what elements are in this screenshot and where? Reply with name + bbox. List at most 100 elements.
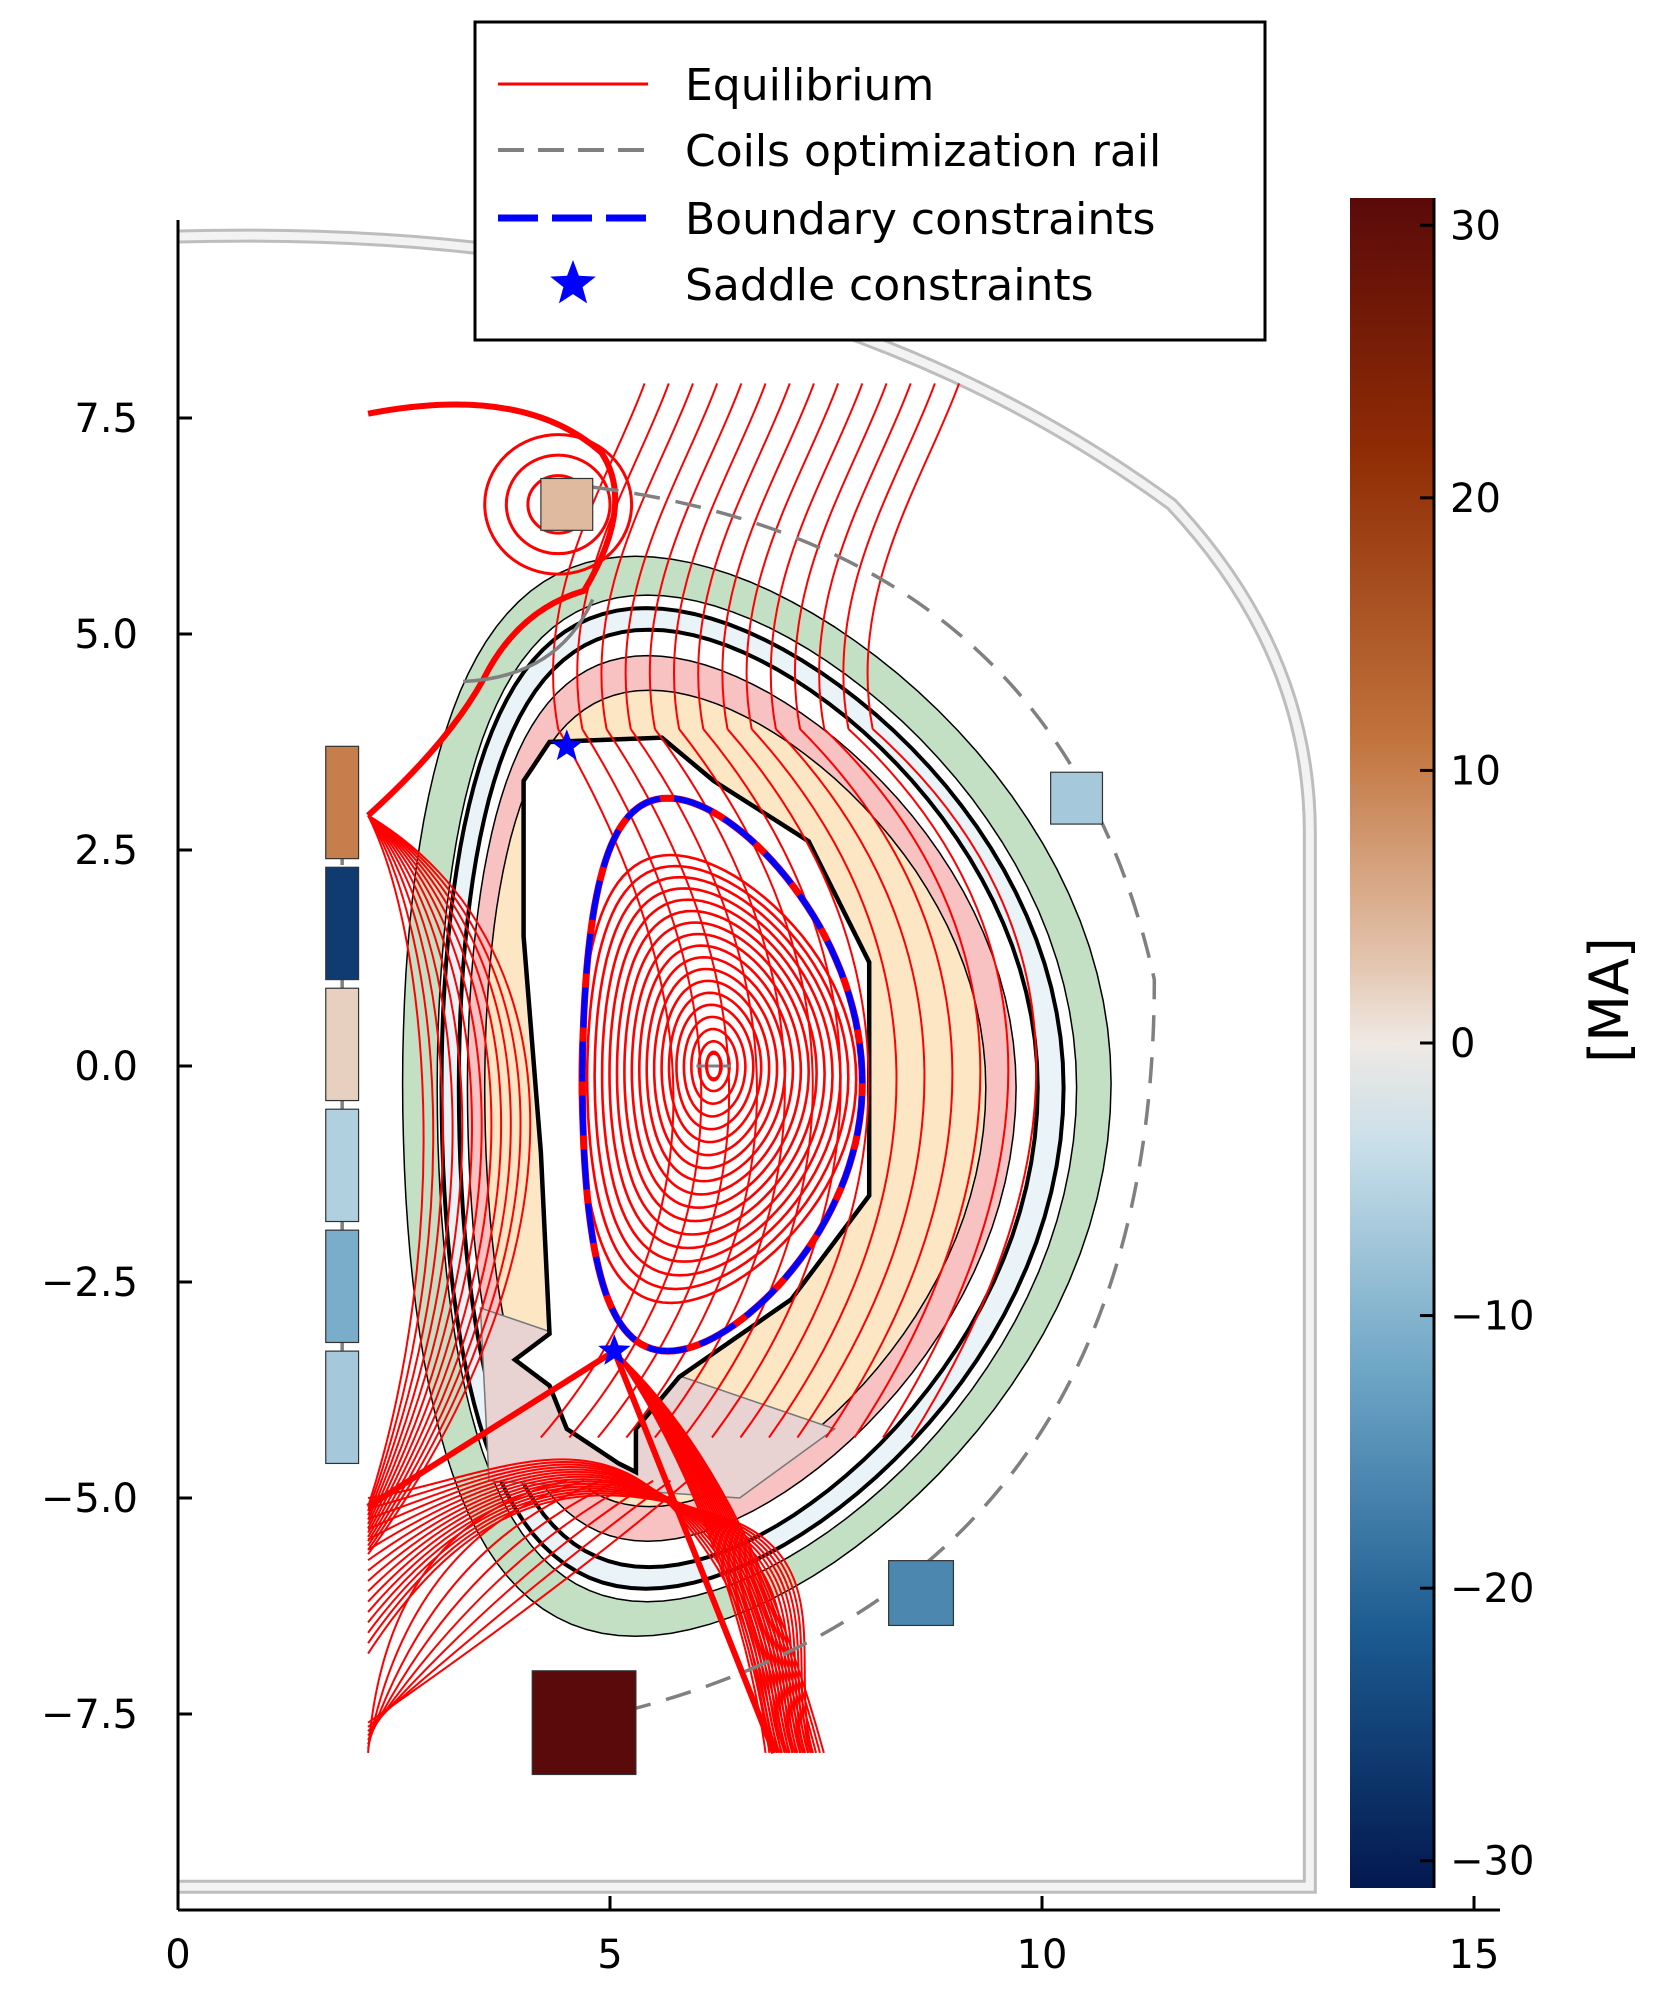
open-field-line-upper xyxy=(697,383,791,730)
inboard-field-line xyxy=(367,814,532,1555)
lower-field-line xyxy=(367,1479,689,1724)
coil-flux-loop xyxy=(504,453,612,556)
boundary-constraint xyxy=(578,794,866,1355)
legend-label-rail: Coils optimization rail xyxy=(685,126,1161,177)
legend-star-icon xyxy=(550,260,596,304)
private-flux-line xyxy=(367,1468,786,1754)
y-tick-label: 5.0 xyxy=(74,612,138,658)
colorbar-label: [MA] xyxy=(1578,937,1641,1063)
flux-surface xyxy=(652,967,779,1170)
inboard-field-line xyxy=(367,814,502,1542)
colorbar-ticks: 30 20 10 0 −10 −20 −30 xyxy=(1420,203,1534,1885)
colorbar-tick-label: 10 xyxy=(1450,748,1501,794)
flux-surface xyxy=(615,909,818,1236)
colorbar-tick-label: 0 xyxy=(1450,1021,1475,1067)
open-field-line xyxy=(799,728,954,1439)
inboard-field-line xyxy=(367,814,512,1547)
saddle-star-marker xyxy=(598,1334,631,1365)
open-field-line-upper xyxy=(600,383,694,730)
inboard-field-line xyxy=(367,814,493,1538)
open-field-line-upper xyxy=(818,383,912,730)
inboard-field-line xyxy=(367,814,522,1551)
open-field-line xyxy=(678,728,814,1439)
legend-box xyxy=(473,20,1267,342)
open-field-line xyxy=(871,728,1038,1439)
colorbar: 30 20 10 0 −10 −20 −30 [MA] xyxy=(1350,198,1641,1888)
inboard-field-line xyxy=(367,814,473,1529)
legend: Equilibrium Coils optimization rail Boun… xyxy=(473,20,1267,342)
open-field-line-upper xyxy=(721,383,815,730)
private-flux-line xyxy=(367,1494,814,1754)
inboard-field-line xyxy=(367,814,464,1525)
flux-surface xyxy=(675,1003,755,1131)
coils xyxy=(325,477,1104,1776)
open-field-line-upper xyxy=(576,383,670,730)
magnetic-axis xyxy=(705,1050,723,1082)
upper-inner-rail xyxy=(463,598,595,684)
coil xyxy=(325,1108,360,1223)
open-field-line xyxy=(823,728,982,1439)
y-tick-label: −5.0 xyxy=(41,1476,138,1522)
inboard-field-line xyxy=(367,814,444,1516)
coil xyxy=(325,745,360,860)
flux-surface xyxy=(667,991,763,1144)
flux-surface xyxy=(637,944,795,1196)
coil xyxy=(531,1670,637,1776)
plot-area xyxy=(178,228,1317,1894)
coil xyxy=(888,1560,955,1627)
coil-flux-loop xyxy=(483,433,634,576)
legend-label-saddle: Saddle constraints xyxy=(685,260,1094,311)
colorbar-tick-label: −20 xyxy=(1450,1566,1534,1612)
private-flux-line xyxy=(367,1458,776,1754)
colorbar-tick-label: −10 xyxy=(1450,1294,1534,1340)
flux-surface xyxy=(645,955,787,1183)
saddle-star-marker xyxy=(550,729,583,761)
lower-field-line xyxy=(367,1479,672,1728)
legend-label-equilibrium: Equilibrium xyxy=(685,60,934,111)
coil xyxy=(325,987,360,1102)
y-tick-label: −7.5 xyxy=(41,1692,138,1738)
colorbar-tick-label: 20 xyxy=(1450,476,1501,522)
y-ticks: −7.5−5.0−2.50.02.55.07.5 xyxy=(41,396,192,1738)
lower-field-line xyxy=(367,1479,568,1753)
open-field-line xyxy=(847,728,1010,1439)
open-field-line-upper xyxy=(842,383,936,730)
equilibrium-field-lines xyxy=(366,383,1038,1754)
open-field-line-upper xyxy=(648,383,743,730)
open-field-line-upper xyxy=(672,383,767,730)
open-field-line-upper xyxy=(866,383,960,730)
y-tick-label: 2.5 xyxy=(74,828,138,874)
lower-field-line xyxy=(367,1479,585,1749)
outer-coil-rail xyxy=(575,485,1157,1725)
inboard-field-line xyxy=(367,814,425,1507)
y-tick-label: 0.0 xyxy=(74,1044,138,1090)
open-field-line xyxy=(597,728,730,1439)
boundary-constraint-line xyxy=(579,795,866,1355)
open-field-line-upper xyxy=(551,383,646,730)
x-tick-label: 10 xyxy=(1017,1932,1068,1978)
open-field-line-upper xyxy=(624,383,719,730)
legend-swatch-saddle xyxy=(550,260,596,304)
coil xyxy=(540,477,594,531)
coil xyxy=(1050,771,1104,825)
colorbar-tick-label: 30 xyxy=(1450,203,1501,249)
inboard-field-line xyxy=(367,814,435,1512)
open-field-line xyxy=(625,728,758,1439)
colorbar-tick-label: −30 xyxy=(1450,1839,1534,1885)
x-tick-label: 15 xyxy=(1449,1932,1500,1978)
open-field-line xyxy=(726,728,870,1439)
open-field-line xyxy=(702,728,842,1439)
coil xyxy=(325,1350,360,1465)
flux-surface xyxy=(600,887,834,1263)
lower-field-line xyxy=(367,1479,654,1732)
lower-field-line xyxy=(367,1479,637,1737)
open-field-line xyxy=(568,728,703,1439)
flux-surface xyxy=(608,898,826,1250)
lower-field-line xyxy=(367,1479,602,1745)
open-field-line-upper xyxy=(793,383,888,730)
open-field-line xyxy=(750,728,898,1439)
flux-surface xyxy=(660,979,771,1157)
